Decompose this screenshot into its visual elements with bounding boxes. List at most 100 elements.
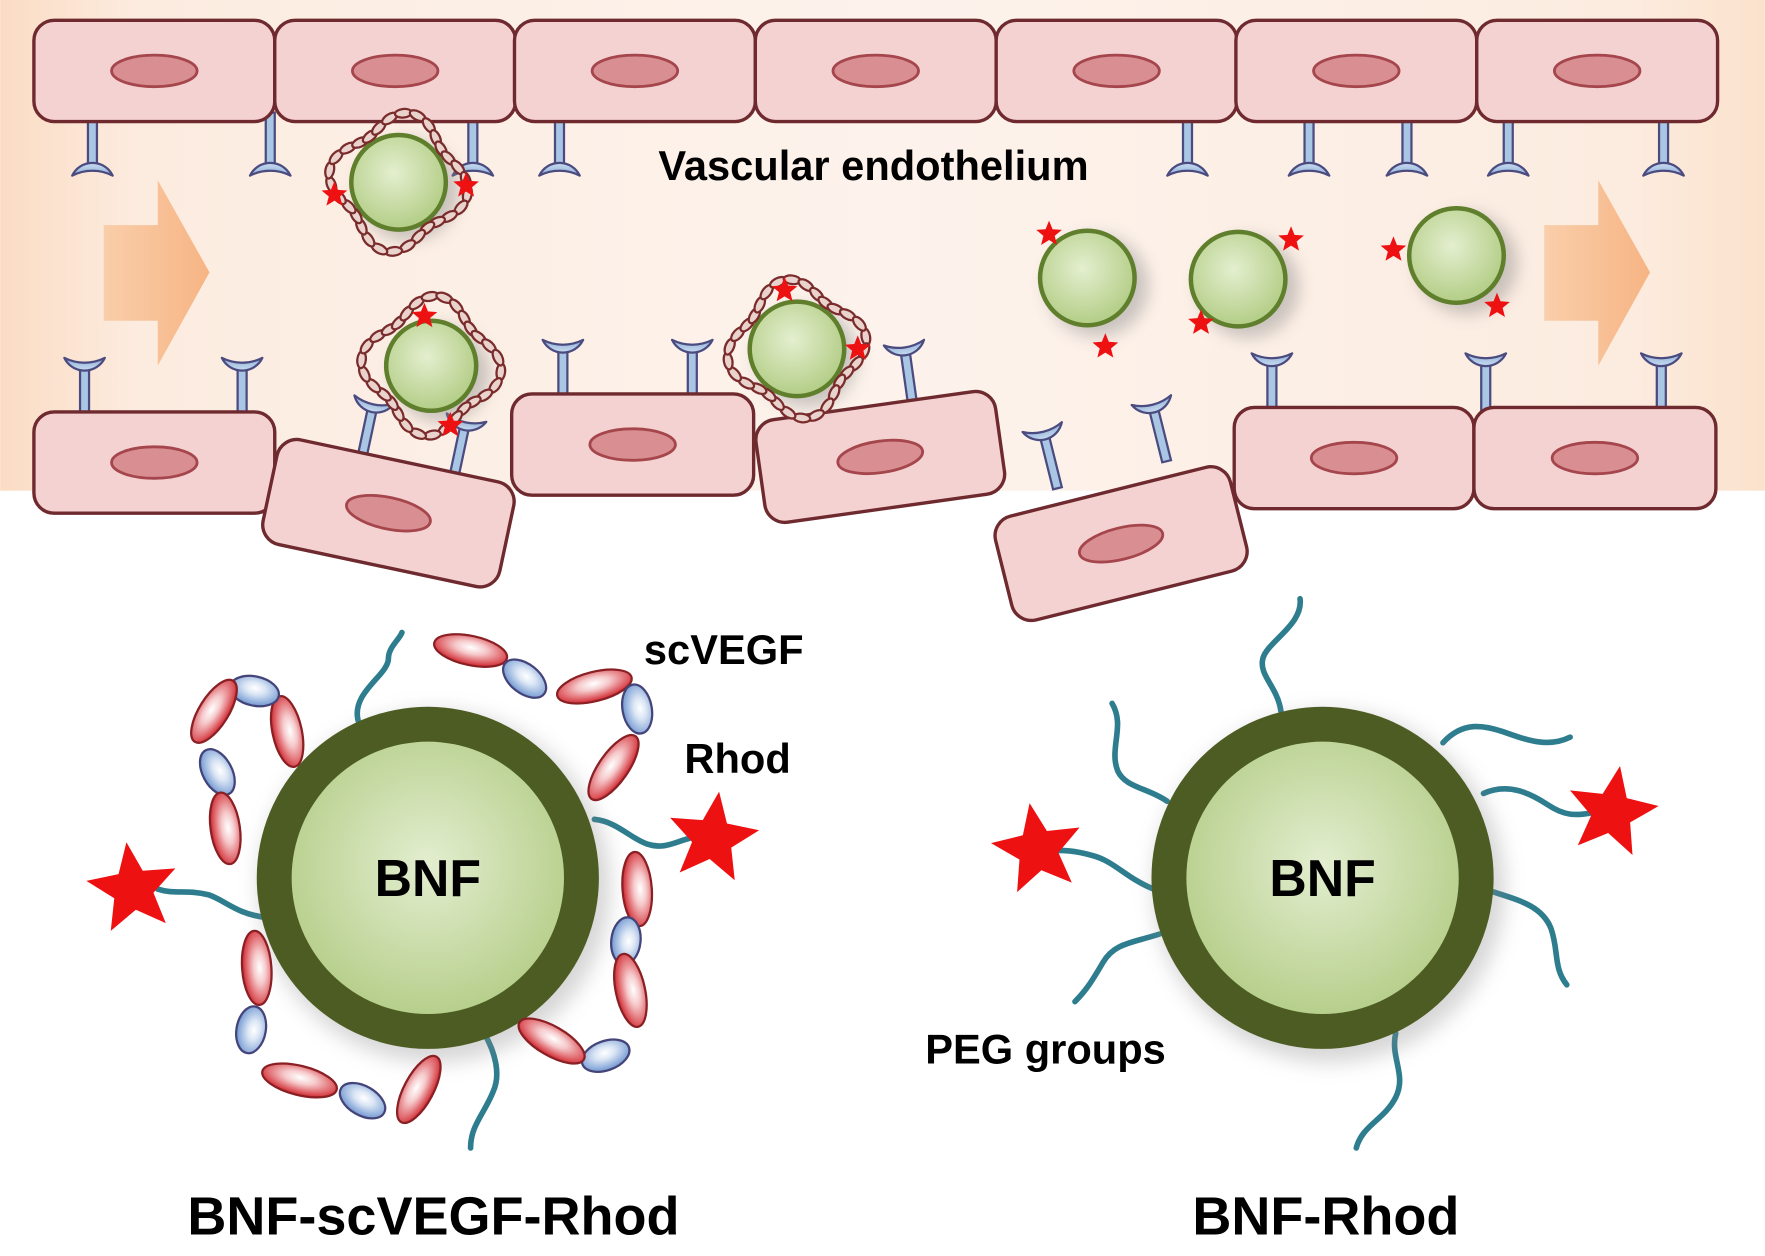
nanoparticle bbox=[1037, 228, 1137, 328]
scvegf-blue-domain bbox=[580, 1038, 631, 1073]
peg-chain bbox=[1259, 595, 1303, 715]
cell-nucleus bbox=[1550, 440, 1640, 476]
endothelial-cell bbox=[32, 410, 277, 515]
vegf-receptor bbox=[1021, 421, 1064, 491]
scvegf-red-domain bbox=[395, 1054, 442, 1125]
receptor-binding-cup bbox=[541, 338, 585, 354]
scvegf-red-domain bbox=[208, 791, 242, 866]
cell-nucleus bbox=[110, 53, 199, 89]
vegf-receptor bbox=[71, 111, 114, 177]
rhodamine-star bbox=[990, 803, 1080, 893]
peg-chain bbox=[1072, 931, 1163, 1005]
receptor-binding-cup bbox=[1642, 161, 1685, 177]
endothelial-cell bbox=[1232, 405, 1476, 511]
scvegf-red-domain bbox=[587, 733, 640, 802]
receptor-binding-cup bbox=[1021, 421, 1063, 442]
rhodamine-star bbox=[321, 181, 348, 206]
rhodamine-star bbox=[1092, 333, 1119, 358]
peg-chain bbox=[591, 816, 692, 849]
scvegf-blue-domain bbox=[620, 683, 654, 735]
rhodamine-star bbox=[453, 172, 479, 197]
vegf-receptor bbox=[538, 111, 581, 177]
receptor-binding-cup bbox=[538, 161, 581, 177]
bnf-core bbox=[1186, 741, 1459, 1015]
cell-nucleus bbox=[1309, 440, 1399, 476]
receptor-binding-cup bbox=[1130, 394, 1173, 415]
scvegf-chain bbox=[722, 274, 872, 424]
scvegf-blue-domain bbox=[501, 658, 548, 699]
rhodamine-star bbox=[670, 791, 760, 881]
scvegf-blue-domain bbox=[198, 748, 236, 797]
scvegf-red-domain bbox=[261, 1062, 338, 1099]
cell-nucleus bbox=[831, 53, 920, 89]
rhodamine-star bbox=[771, 276, 798, 302]
cell-nucleus bbox=[110, 445, 199, 480]
rhodamine-star bbox=[844, 335, 871, 360]
cell-nucleus bbox=[1312, 53, 1401, 89]
scvegf-blue-domain bbox=[338, 1081, 387, 1120]
nanoparticle bbox=[383, 318, 479, 414]
cell-nucleus bbox=[590, 53, 680, 89]
receptor-binding-cup bbox=[353, 394, 396, 414]
peg-chain bbox=[1109, 700, 1171, 805]
receptor-binding-cup bbox=[220, 356, 264, 372]
rhodamine-star bbox=[1380, 236, 1407, 261]
label-layer: Vascular endothelium scVEGF Rhod BNF BNF… bbox=[187, 142, 1459, 1247]
receptor-binding-cup bbox=[1287, 161, 1331, 177]
endothelial-cell bbox=[261, 437, 516, 589]
nanoparticle bbox=[349, 132, 449, 232]
scvegf-red-domain bbox=[621, 850, 654, 928]
rhod-label: Rhod bbox=[684, 735, 790, 782]
rhodamine-star bbox=[1188, 309, 1214, 334]
receptor-binding-cup bbox=[63, 356, 106, 372]
peg-chain bbox=[154, 886, 268, 921]
peg-chain bbox=[1480, 786, 1596, 818]
peg-chain bbox=[1044, 847, 1157, 892]
endothelial-cell bbox=[754, 389, 1007, 525]
cell-nucleus bbox=[836, 438, 925, 476]
endothelial-cell bbox=[1475, 18, 1720, 124]
rhodamine-star bbox=[1570, 765, 1659, 856]
endothelium-layer bbox=[32, 18, 1720, 623]
receptor-binding-cup bbox=[1250, 352, 1294, 368]
peg-groups-label: PEG groups bbox=[925, 1026, 1166, 1073]
bnf-rhod-title: BNF-Rhod bbox=[1192, 1187, 1459, 1247]
bnf-scvegf-rhod-title: BNF-scVEGF-Rhod bbox=[187, 1187, 679, 1247]
scvegf-red-domain bbox=[613, 952, 648, 1028]
scvegf-segment bbox=[491, 348, 505, 367]
rhodamine-star bbox=[86, 842, 176, 931]
scvegf-red-domain bbox=[433, 633, 509, 668]
receptor-binding-cup bbox=[1639, 352, 1683, 368]
vegf-receptor bbox=[1166, 111, 1209, 177]
cell-nucleus bbox=[345, 494, 432, 533]
peg-chain bbox=[1353, 1030, 1403, 1151]
cell-nucleus bbox=[1078, 523, 1165, 564]
receptor-binding-cup bbox=[882, 338, 926, 357]
vegf-receptor bbox=[220, 356, 264, 423]
blood-flow-arrow bbox=[1544, 180, 1651, 366]
nanoparticle bbox=[1406, 205, 1506, 305]
bnf-rhod-figure bbox=[990, 595, 1659, 1151]
nanoparticle bbox=[747, 299, 847, 399]
endothelial-cell bbox=[32, 18, 277, 124]
receptor-binding-cup bbox=[670, 338, 714, 354]
endothelial-cell bbox=[1472, 405, 1718, 511]
circulating-particles bbox=[321, 107, 1518, 441]
vegf-receptor bbox=[1287, 111, 1331, 177]
bnf-core bbox=[291, 741, 564, 1015]
cell-nucleus bbox=[351, 53, 440, 89]
scvegf-blue-domain bbox=[235, 1005, 268, 1055]
scvegf-red-domain bbox=[240, 929, 273, 1007]
receptor-layer bbox=[63, 111, 1685, 491]
scvegf-red-domain bbox=[555, 668, 633, 705]
cell-nucleus bbox=[1072, 53, 1161, 89]
endothelial-cell bbox=[994, 18, 1239, 124]
cell-nucleus bbox=[588, 427, 677, 462]
peg-chain bbox=[354, 629, 405, 724]
receptor-binding-cup bbox=[1166, 161, 1209, 177]
endothelial-cell bbox=[993, 465, 1249, 623]
bnf-core-label-left: BNF bbox=[375, 849, 481, 907]
endothelial-cell bbox=[512, 18, 758, 124]
receptor-binding-cup bbox=[1464, 352, 1508, 368]
peg-chain bbox=[1440, 723, 1573, 746]
